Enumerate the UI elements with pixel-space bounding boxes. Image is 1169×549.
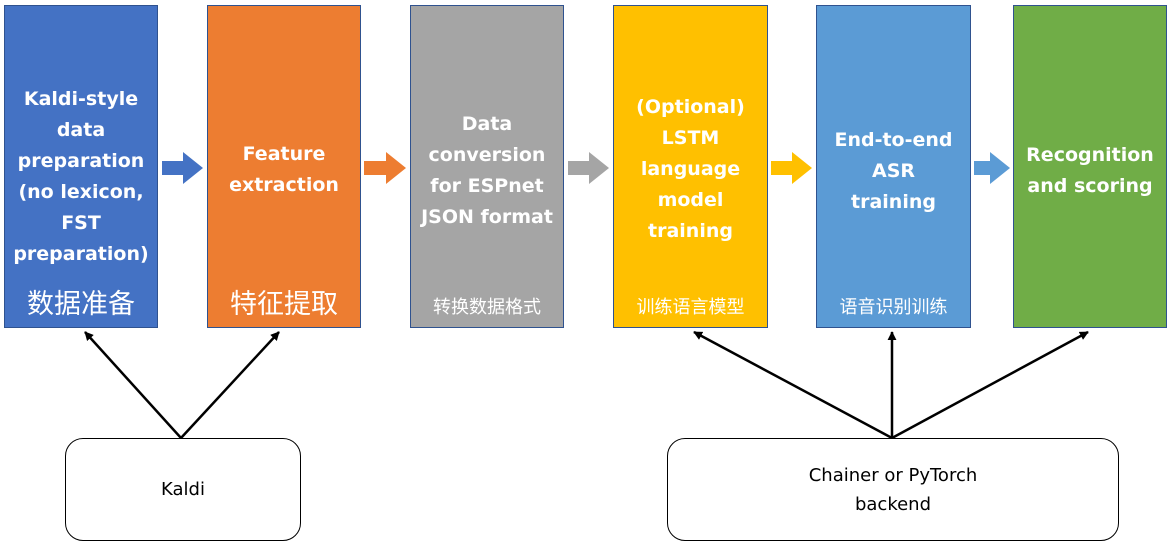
flow-arrow-1-to-2 bbox=[162, 152, 203, 184]
step-subtitle-cn: 特征提取 bbox=[230, 289, 338, 320]
step-subtitle-cn: 转换数据格式 bbox=[433, 297, 541, 318]
step-title: Kaldi-style data preparation (no lexicon… bbox=[13, 88, 149, 265]
backend-to-step6-arrow bbox=[891, 330, 1089, 440]
source-kaldi: Kaldi bbox=[65, 438, 301, 541]
kaldi-to-step2-arrow bbox=[180, 331, 280, 439]
flow-arrow-2-to-3 bbox=[364, 152, 406, 184]
step-data-conversion: Data conversion for ESPnet JSON format 转… bbox=[410, 5, 564, 328]
kaldi-to-step1-arrow bbox=[84, 331, 182, 439]
step-feature-extraction: Feature extraction 特征提取 bbox=[207, 5, 361, 328]
step-title: Data conversion for ESPnet JSON format bbox=[421, 113, 553, 228]
backend-to-step4-arrow bbox=[693, 330, 893, 440]
step-recognition-scoring: Recognition and scoring bbox=[1013, 5, 1167, 328]
step-subtitle-cn: 语音识别训练 bbox=[839, 297, 948, 318]
step-subtitle-cn: 训练语言模型 bbox=[636, 297, 745, 318]
source-label: Kaldi bbox=[161, 479, 205, 500]
step-title: (Optional) LSTM language model training bbox=[636, 96, 745, 242]
flow-arrow-5-to-6 bbox=[974, 152, 1010, 184]
source-chainer-pytorch-backend: Chainer or PyTorch backend bbox=[667, 438, 1119, 541]
step-language-model-training: (Optional) LSTM language model training … bbox=[613, 5, 768, 328]
step-asr-training: End-to-end ASR training 语音识别训练 bbox=[816, 5, 971, 328]
step-kaldi-data-preparation: Kaldi-style data preparation (no lexicon… bbox=[4, 5, 158, 328]
step-title: End-to-end ASR training bbox=[834, 129, 953, 213]
flow-arrow-3-to-4 bbox=[568, 152, 609, 184]
step-title: Recognition and scoring bbox=[1026, 144, 1154, 197]
step-subtitle-cn: 数据准备 bbox=[27, 289, 135, 320]
step-title: Feature extraction bbox=[229, 143, 339, 196]
flow-arrow-4-to-5 bbox=[771, 152, 812, 184]
source-label: Chainer or PyTorch backend bbox=[808, 464, 978, 515]
